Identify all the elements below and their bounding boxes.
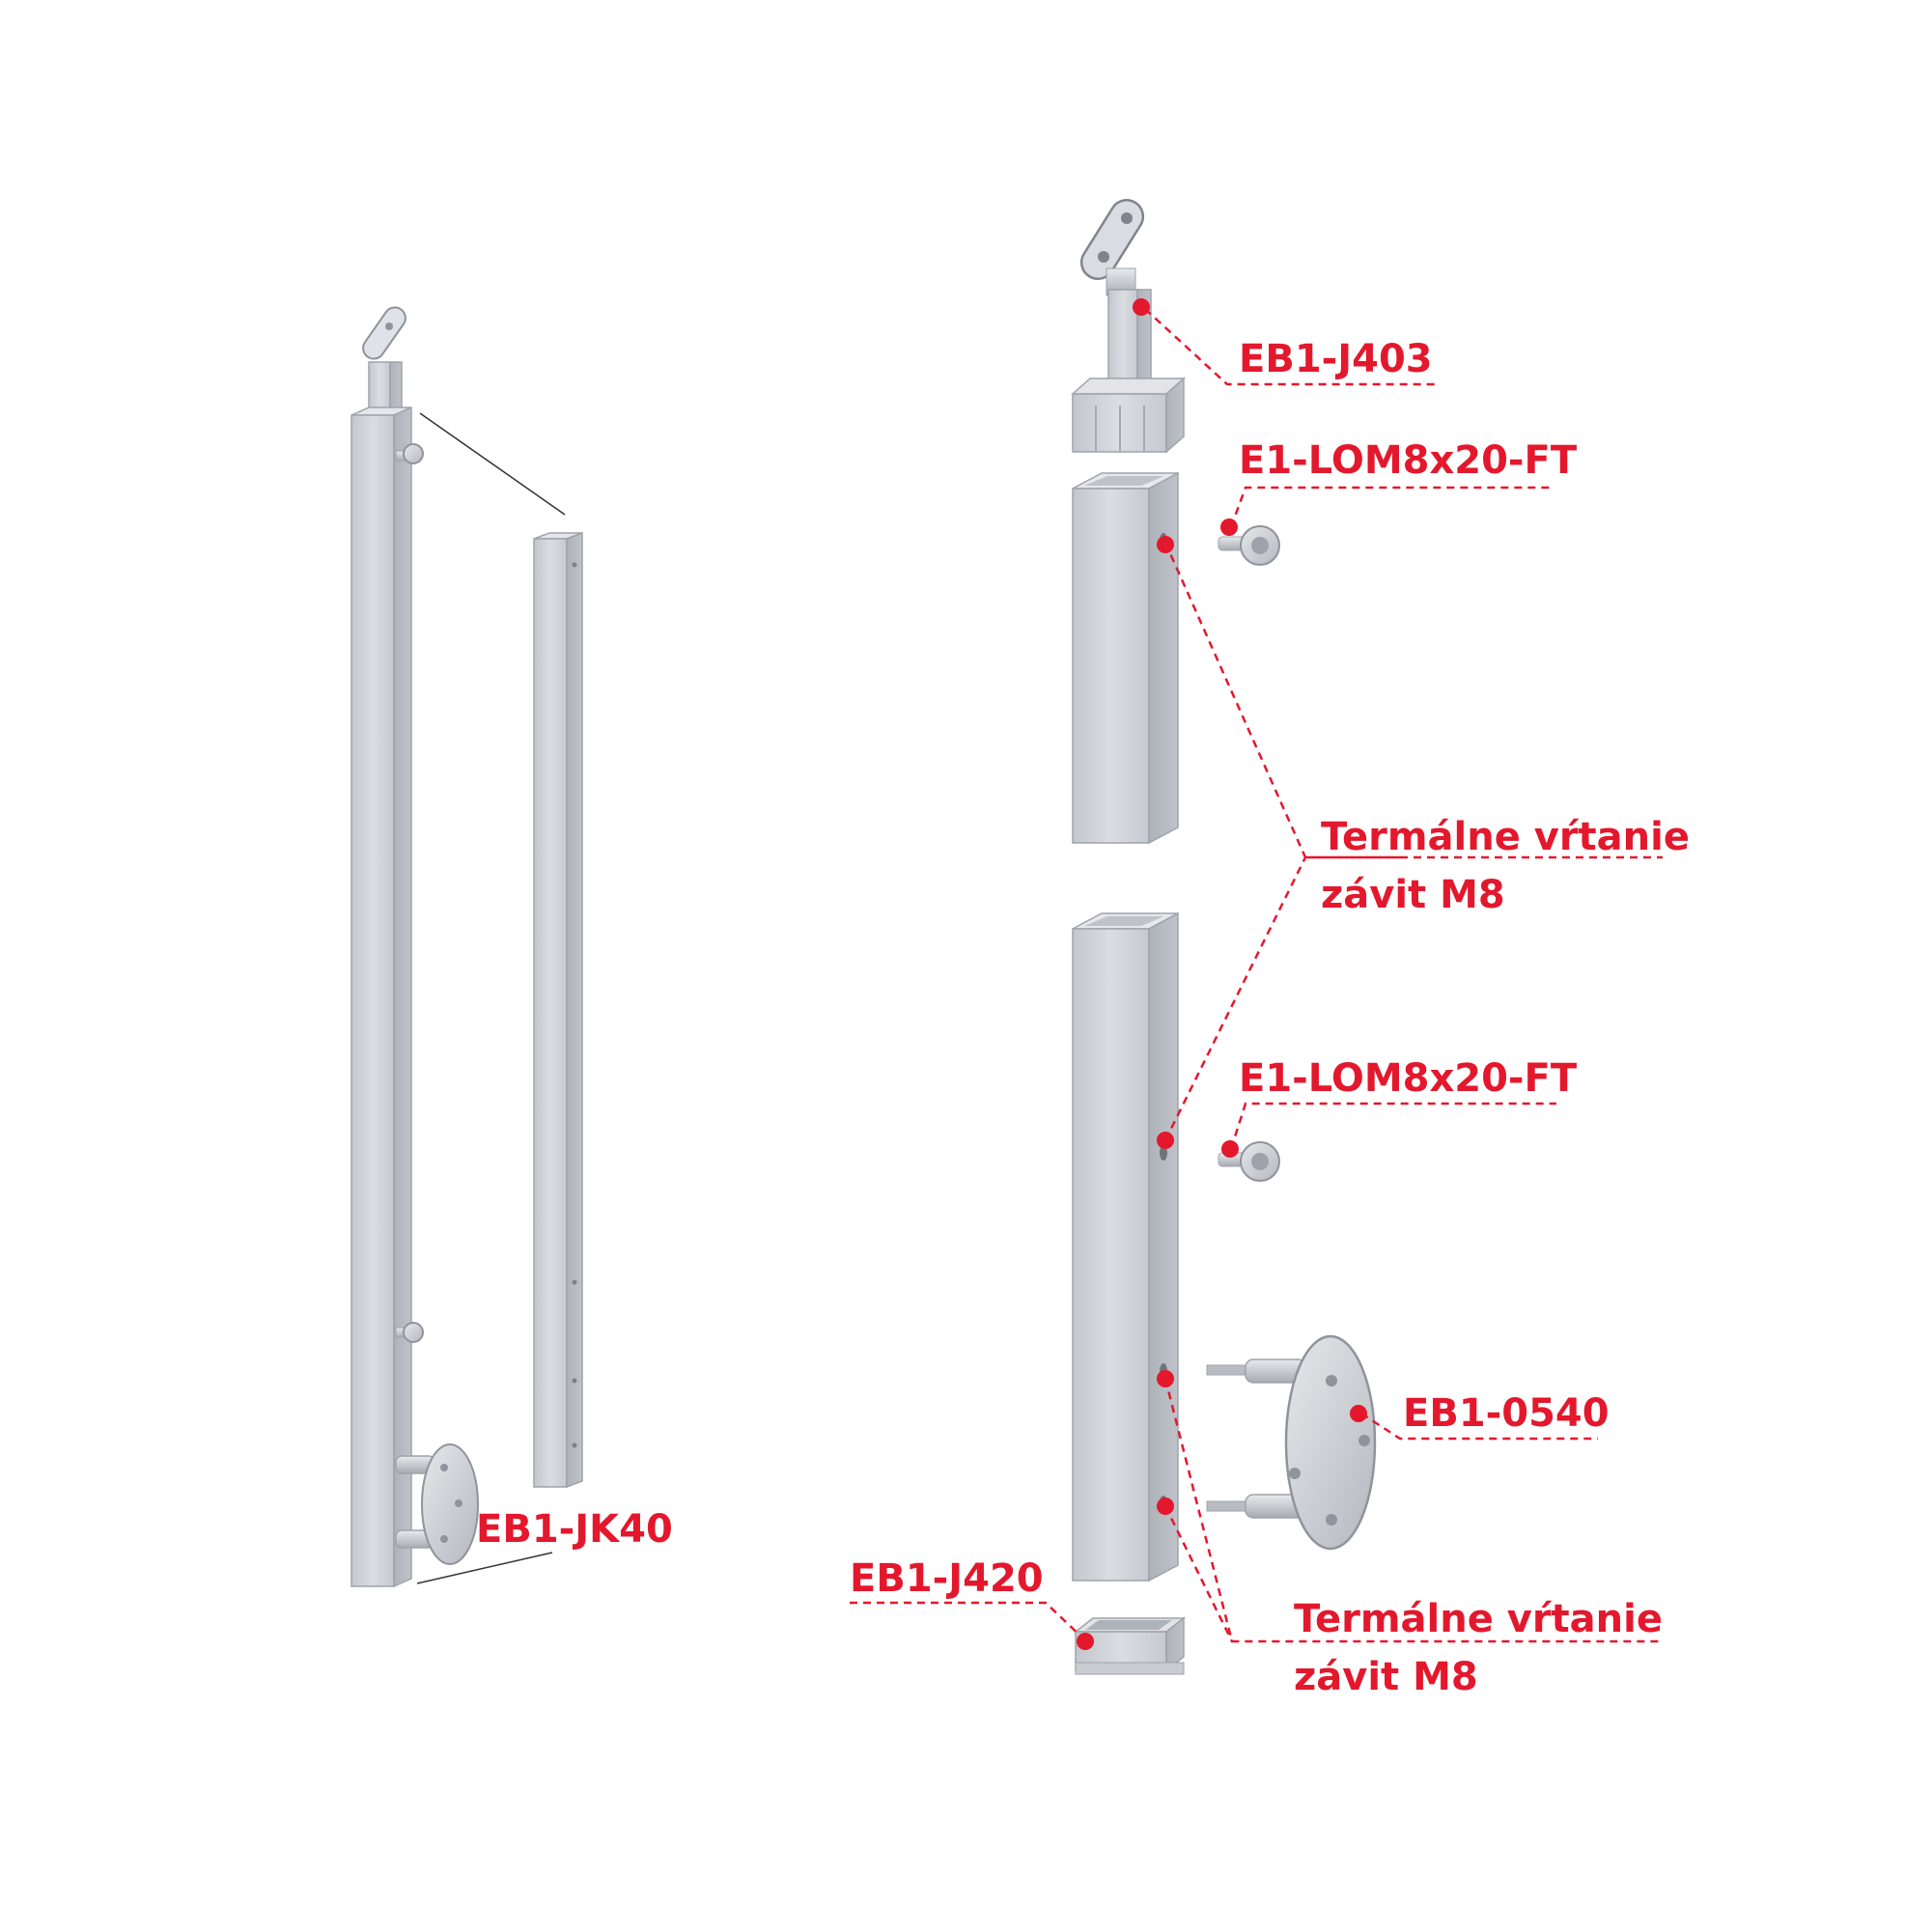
label-drilling-upper-2: závit M8: [1321, 873, 1505, 917]
callout-leaders: [850, 308, 1663, 1643]
label-wall-bracket: EB1-0540: [1403, 1391, 1610, 1436]
callout-dots: [1077, 298, 1367, 1650]
assembled-post: [350, 306, 479, 1588]
projection-line: [416, 1552, 553, 1584]
callout-labels: EB1-JK40 EB1-J403 E1-LOM8x20-FT Termálne…: [476, 337, 1690, 1699]
post-tube-separate: [533, 531, 583, 1489]
label-left-post: EB1-JK40: [476, 1507, 673, 1552]
bolt-icon: [395, 443, 424, 464]
label-drilling-lower-1: Termálne vŕtanie: [1294, 1597, 1663, 1641]
lower-tube-part: [1072, 911, 1179, 1582]
label-top-adapter: EB1-J403: [1239, 337, 1433, 381]
label-bolt-lower: E1-LOM8x20-FT: [1239, 1056, 1578, 1101]
handrail-saddle-left: [362, 306, 406, 416]
label-drilling-upper-1: Termálne vŕtanie: [1321, 815, 1690, 859]
label-bolt-upper: E1-LOM8x20-FT: [1239, 438, 1578, 483]
bolt-icon: [395, 1322, 424, 1343]
upper-tube-part: [1072, 471, 1179, 845]
bolt-lower-part: [1218, 1141, 1280, 1182]
label-drilling-lower-2: závit M8: [1294, 1655, 1478, 1699]
wall-bracket-left: [395, 1443, 479, 1565]
label-bottom-cap: EB1-J420: [850, 1556, 1044, 1601]
projection-line: [419, 412, 566, 516]
wall-bracket-part: [1206, 1334, 1377, 1551]
bottom-cap-part: [1073, 1616, 1187, 1675]
post-tube-left: [350, 406, 412, 1588]
bolt-upper-part: [1218, 525, 1280, 566]
top-adapter-part: [1071, 199, 1186, 454]
